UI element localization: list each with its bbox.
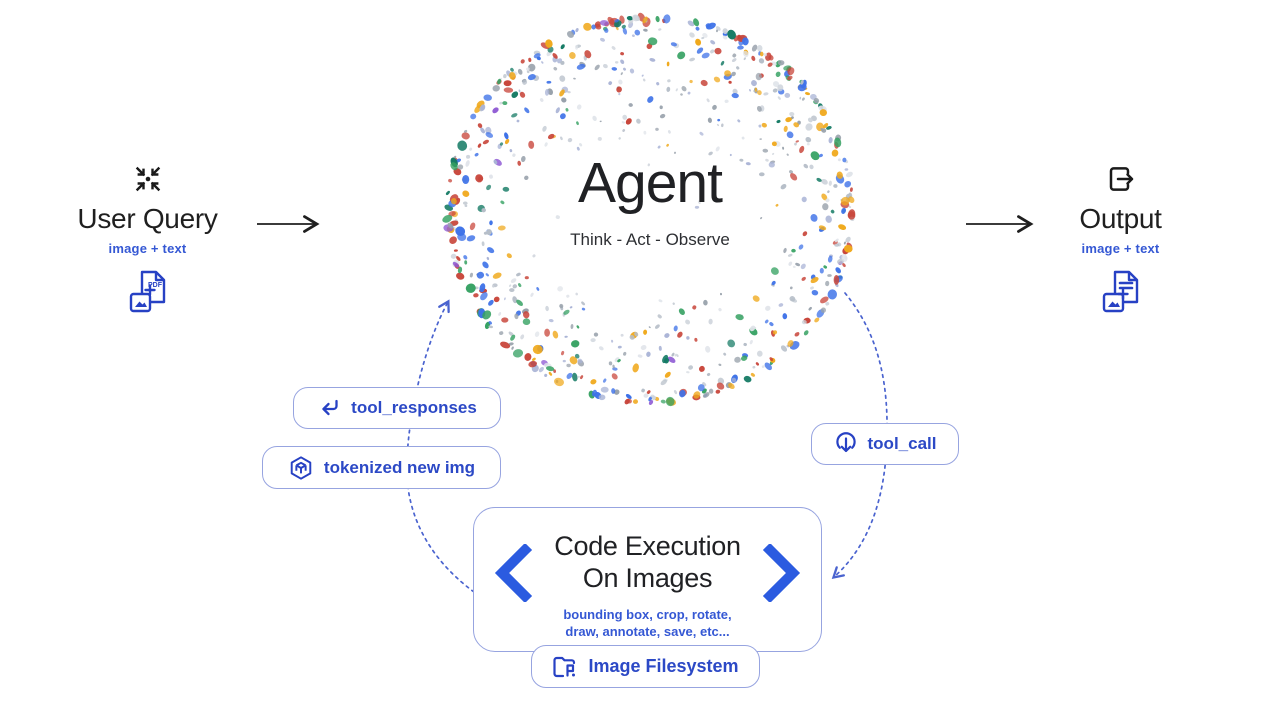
image-filesystem-pill: Image Filesystem [531, 645, 760, 688]
tool-responses-pill: tool_responses [293, 387, 501, 429]
return-arrow-icon [322, 399, 338, 416]
pdf-label: PDF [148, 282, 163, 289]
tool-call-label: tool_call [867, 434, 937, 453]
tokenized-new-img-pill: tokenized new img [262, 446, 501, 489]
chevron-right-icon [763, 544, 801, 602]
user-query-subtitle: image + text [108, 241, 187, 256]
compress-icon [135, 166, 160, 192]
code-execution-desc-line2: draw, annotate, save, etc... [565, 624, 730, 639]
code-execution-title-line2: On Images [582, 563, 713, 593]
code-execution-box: Code Execution On Images bounding box, c… [473, 507, 822, 652]
chevron-left-icon [494, 544, 532, 602]
image-filesystem-label: Image Filesystem [588, 656, 739, 676]
output-icon [1109, 167, 1133, 191]
output-node: Output image + text [1028, 163, 1213, 318]
image-folder-icon [553, 656, 576, 677]
output-title: Output [1079, 203, 1162, 234]
tokenized-new-img-label: tokenized new img [323, 457, 476, 477]
tool-responses-label: tool_responses [351, 398, 477, 417]
pdf-image-icon: PDF [129, 270, 165, 313]
tool-call-pill: tool_call [811, 423, 959, 465]
user-query-node: User Query image + text PDF [55, 163, 240, 318]
token-cube-icon [290, 455, 312, 480]
user-query-title: User Query [77, 203, 218, 234]
output-subtitle: image + text [1081, 241, 1160, 256]
code-execution-desc-line1: bounding box, crop, rotate, [563, 607, 732, 622]
document-image-icon [1102, 270, 1138, 313]
code-execution-title-line1: Code Execution [554, 531, 741, 561]
agent-dot-sphere [442, 12, 856, 407]
arrow-down-circle-icon [835, 432, 856, 453]
